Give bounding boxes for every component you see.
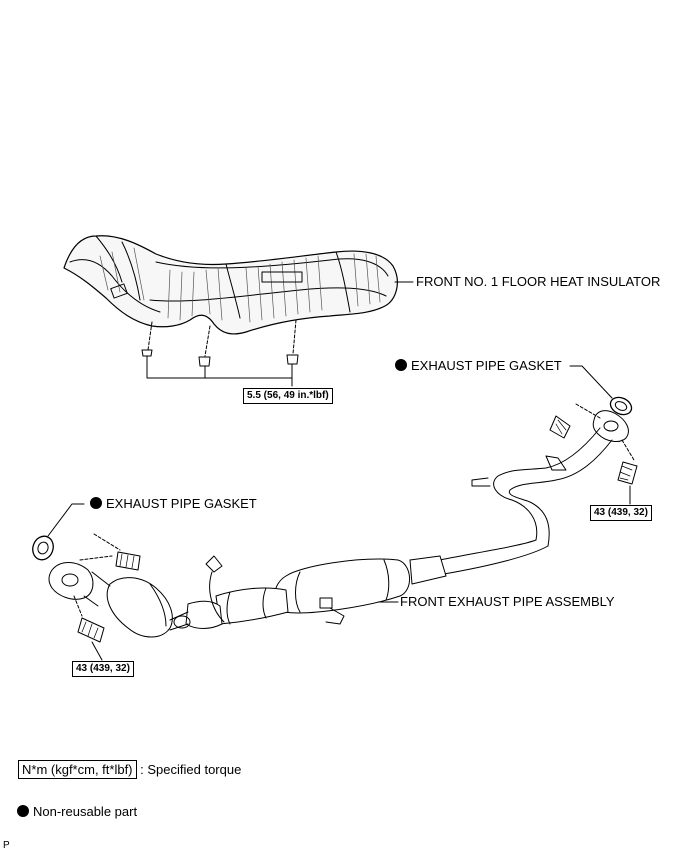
- front-gasket-label: EXHAUST PIPE GASKET: [90, 496, 257, 512]
- corner-mark: P: [3, 840, 10, 851]
- front-bolts: [73, 533, 141, 661]
- insulator-bolt-torque: 5.5 (56, 49 in.*lbf): [243, 388, 333, 404]
- rear-gasket-label: EXHAUST PIPE GASKET: [395, 358, 562, 374]
- heat-insulator-label: FRONT NO. 1 FLOOR HEAT INSULATOR: [416, 274, 661, 289]
- heat-insulator-part: [63, 235, 398, 335]
- nonreusable-marker-icon: [395, 359, 407, 371]
- nonreusable-marker-icon: [17, 805, 29, 817]
- torque-legend-text: : Specified torque: [140, 762, 242, 777]
- front-exhaust-pipe-assembly: [48, 427, 613, 638]
- nonreusable-marker-icon: [90, 497, 102, 509]
- rear-exhaust-pipe-gasket: [569, 365, 633, 416]
- torque-unit-box: N*m (kgf*cm, ft*lbf): [18, 760, 137, 779]
- nonreusable-legend: Non-reusable part: [17, 804, 137, 820]
- pipe-assembly-label: FRONT EXHAUST PIPE ASSEMBLY: [400, 594, 615, 609]
- rear-bolt-torque: 43 (439, 32): [590, 505, 652, 521]
- rear-flange: [549, 403, 638, 485]
- front-exhaust-pipe-gasket: [32, 503, 85, 561]
- torque-legend: N*m (kgf*cm, ft*lbf) : Specified torque: [18, 760, 241, 779]
- front-bolt-torque: 43 (439, 32): [72, 661, 134, 677]
- insulator-bolts: [141, 319, 299, 387]
